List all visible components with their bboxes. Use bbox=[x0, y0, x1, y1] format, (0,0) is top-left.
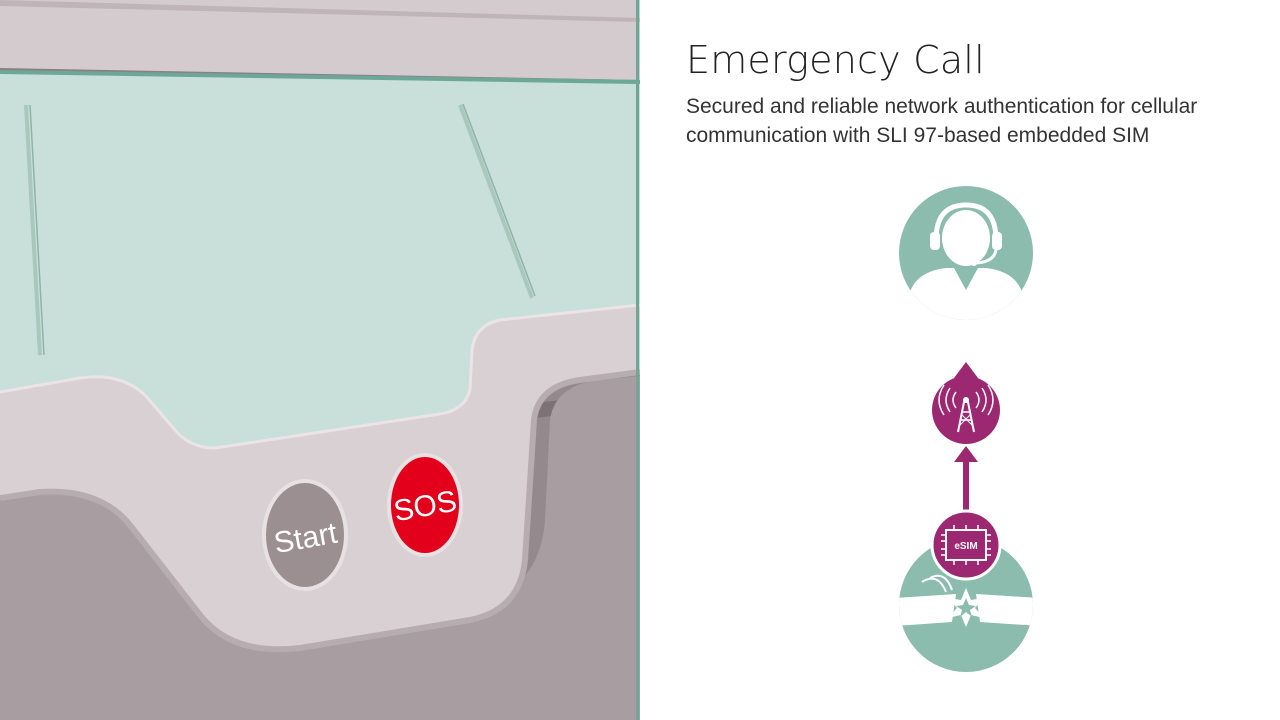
emergency-call-diagram: eSIM bbox=[899, 186, 1033, 672]
call-center-agent-icon bbox=[899, 186, 1033, 320]
info-panel: Emergency Call Secured and reliable netw… bbox=[640, 0, 1280, 720]
page-title: Emergency Call bbox=[686, 38, 985, 82]
sos-button[interactable]: SOS bbox=[387, 453, 463, 557]
page-subtitle: Secured and reliable network authenticat… bbox=[686, 95, 1198, 147]
signal-path bbox=[954, 362, 978, 522]
esim-chip-icon: eSIM bbox=[930, 509, 1002, 581]
start-button[interactable]: Start bbox=[262, 479, 348, 591]
panel-divider bbox=[636, 0, 639, 720]
esim-label: eSIM bbox=[954, 541, 977, 552]
dashboard-scene: Start SOS bbox=[0, 0, 640, 720]
car-crash-icon bbox=[899, 538, 1033, 672]
cell-tower-icon bbox=[932, 376, 1000, 444]
